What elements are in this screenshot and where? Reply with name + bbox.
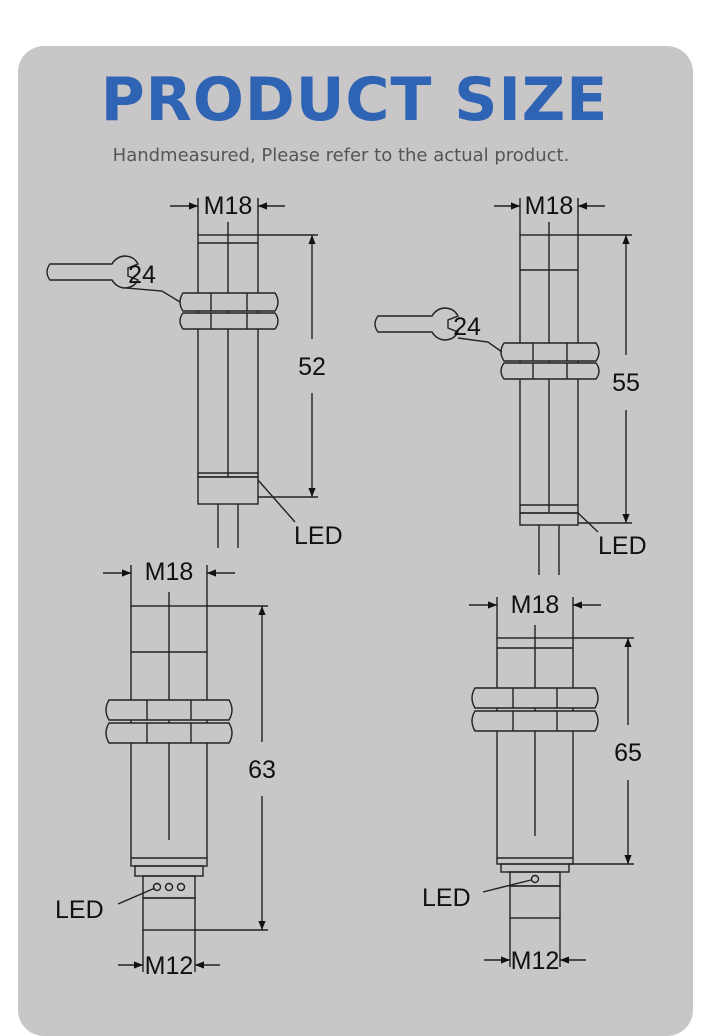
sensor-4-body [496,625,574,919]
sensor-4-nuts [471,687,599,732]
sensor-3-body [130,592,208,931]
sensor-2-wrench-icon [374,307,459,341]
sensor-3-nuts [105,699,233,744]
sensor-1-length-dimension [258,234,318,498]
sensor-3-led-leader [117,887,156,905]
sensor-4-led-label: LED [422,884,471,912]
sensor-1-wrench-label: 24 [128,261,156,289]
sensor-1-thread-label: M18 [204,192,253,220]
sensor-4-length-dimension [569,637,634,865]
sensor-3-connector-label: M12 [145,952,194,980]
sensor-2-wrench-leader [457,337,503,353]
sensor-4-connector-label: M12 [511,947,560,975]
sensor-3-connector-dimension [118,930,220,972]
sensor-4-length-label: 65 [614,739,642,767]
sensor-1-wrench-icon [46,255,139,289]
sensor-3-drawing [103,565,268,972]
sensor-3-length-label: 63 [248,756,276,784]
sensor-4-led-leader [482,879,532,893]
sensor-1-led-label: LED [294,522,343,550]
sensor-3-thread-dimension [103,565,235,606]
sensor-3-led-label: LED [55,896,104,924]
sensor-1-body [197,222,259,548]
page-subtitle: Handmeasured, Please refer to the actual… [112,145,570,166]
sensor-1-drawing [46,198,318,548]
background-card [18,46,693,1036]
sensor-2-drawing [374,198,632,575]
sensor-3-length-dimension [195,605,268,931]
sensor-4-thread-label: M18 [511,591,560,619]
sensor-1-thread-dimension [170,198,285,235]
sensor-1-nuts [179,292,279,330]
sensor-2-led-label: LED [598,532,647,560]
sensor-4-drawing [469,597,634,967]
size-drawings: M18 24 52 LED [46,192,647,980]
sensor-2-thread-dimension [494,198,605,235]
sensor-2-length-dimension [578,234,632,524]
sensor-2-nuts [500,342,600,380]
sensor-2-length-label: 55 [612,369,640,397]
sensor-4-connector-dimension [484,918,586,967]
sensor-2-led-leader [577,512,599,533]
sensor-2-thread-label: M18 [525,192,574,220]
sensor-2-body [519,222,579,575]
sensor-1-length-label: 52 [298,353,326,381]
sensor-1-led-leader [257,479,296,523]
sensor-1-wrench-leader [125,287,181,303]
page-title: PRODUCT SIZE [100,65,609,135]
sensor-2-wrench-label: 24 [453,313,481,341]
sensor-3-thread-label: M18 [145,558,194,586]
sensor-4-thread-dimension [469,597,601,638]
